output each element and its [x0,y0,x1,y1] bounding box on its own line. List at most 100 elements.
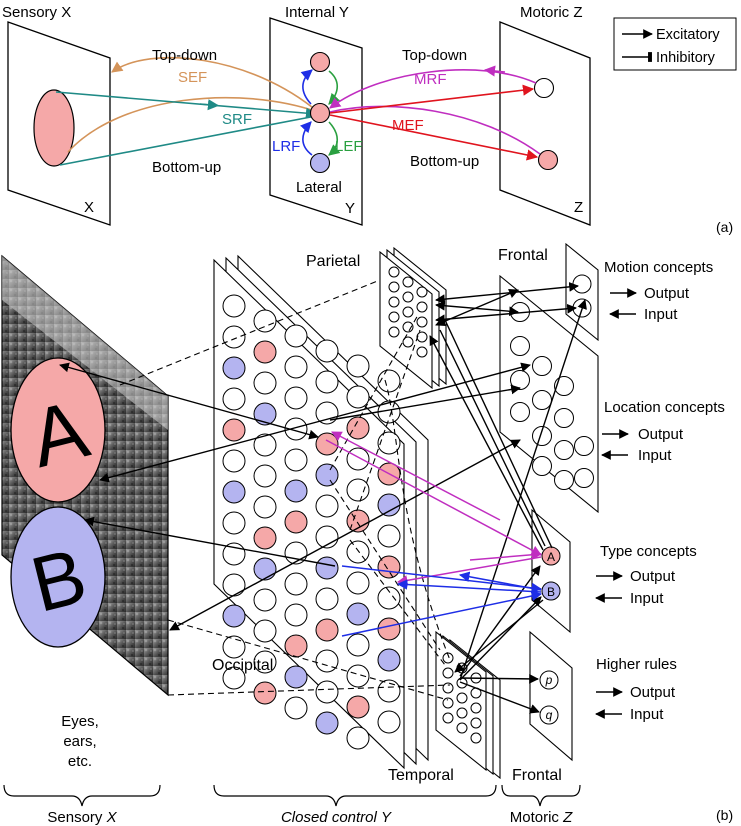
plane-y-label: Y [345,200,355,217]
lateral-label: Lateral [296,179,342,196]
temporal-neuron [456,707,468,719]
occipital-neuron [284,696,308,720]
parietal-neuron [402,291,414,303]
occipital-neuron [377,369,401,393]
location-neuron [510,336,530,356]
plane-z-label: Z [574,199,583,216]
location-neuron [532,456,552,476]
temporal-neuron [442,667,454,679]
mrf-arc-lower [329,105,541,155]
occipital-neuron [315,494,339,518]
location-neuron [574,468,594,488]
occipital-neuron [346,354,370,378]
occipital-neuron [315,556,339,580]
occipital-neuron [253,340,277,364]
black-connections [59,281,587,714]
occipital-neuron [253,309,277,333]
srf-label: SRF [222,111,252,128]
type-node-a-label: A [547,550,555,564]
occipital-neuron [377,586,401,610]
letter-b-receptive-field [10,506,106,648]
parietal-neuron [388,281,400,293]
occipital-neuron [315,711,339,735]
location-neuron [532,390,552,410]
srf-midarrow [199,99,220,111]
occipital-neuron [284,448,308,472]
occipital-neuron [377,710,401,734]
parietal-neuron [388,296,400,308]
bottom-up-right-label: Bottom-up [410,153,479,170]
occipital-label: Occipital [212,657,273,674]
temporal-neuron [456,692,468,704]
occipital-neuron [284,665,308,689]
legend-excitatory-label: Excitatory [656,27,720,43]
type-concepts-plane [531,508,571,634]
z-neuron-bottom [537,149,559,171]
parietal-neuron [416,316,428,328]
location-concepts-label: Location concepts [604,399,725,416]
panel-b: A B Eyes, ears, etc. Occipital Parietal … [1,242,733,826]
occipital-neuron [346,602,370,626]
mef-label: MEF [392,117,424,134]
legend-box [613,17,737,71]
occipital-neuron [222,573,246,597]
y-neuron-bottom [309,152,331,174]
panel-a: Sensory X Internal Y Motoric Z X Y Z [2,4,737,235]
occipital-neuron [315,618,339,642]
occipital-neuron [346,447,370,471]
rule-node-p-label: p [545,673,553,687]
occipital-neuron [253,588,277,612]
occipital-neuron [377,679,401,703]
occipital-neuron [377,524,401,548]
occipital-neuron [284,386,308,410]
mef-line-lower [329,114,539,161]
brace-motoric-word: Motoric [510,809,560,826]
brace-motoric-label: Motoric Z [510,809,573,826]
location-neuron [554,408,574,428]
eyes-label-line1: Eyes, [61,713,99,730]
frontal-bottom-label: Frontal [512,767,562,784]
sef-arc-upper [111,56,319,113]
rules-output-label: Output [630,684,676,701]
occipital-neuron [284,603,308,627]
lef-label: LEF [335,138,363,155]
location-neuron [554,376,574,396]
occipital-neuron [222,294,246,318]
motion-neuron [572,274,592,294]
srf-line-lower [59,115,317,166]
internal-y-title: Internal Y [285,4,349,21]
temporal-neuron [442,712,454,724]
brace-sensory-word: Sensory [47,809,103,826]
location-neuron [532,356,552,376]
motoric-z-title: Motoric Z [520,4,583,21]
occipital-neuron [222,418,246,442]
occipital-neuron [346,416,370,440]
occipital-neuron [253,557,277,581]
occipital-neuron [253,371,277,395]
sensory-x-title: Sensory X [2,4,71,21]
top-down-right-label: Top-down [402,47,467,64]
frontal-top-label: Frontal [498,247,548,264]
temporal-neuron [470,702,482,714]
type-concepts-label: Type concepts [600,543,697,560]
temporal-label: Temporal [388,767,454,784]
lrf-loop-top [300,69,313,105]
higher-rules-label: Higher rules [596,656,677,673]
occipital-neuron [222,635,246,659]
bottom-up-left-label: Bottom-up [152,159,221,176]
occipital-neuron [346,726,370,750]
parietal-neuron [388,326,400,338]
occipital-neuron [315,680,339,704]
occipital-neuron [346,695,370,719]
location-neuron [554,470,574,490]
brace-motoric [501,784,581,807]
temporal-neuron [470,717,482,729]
occipital-neuron [222,449,246,473]
brace-motoric-var: Z [562,809,573,826]
occipital-neuron [346,633,370,657]
occipital-neuron [284,355,308,379]
brace-sensory-var: X [106,809,118,826]
parietal-neuron [416,286,428,298]
y-neuron-top [309,51,331,73]
occipital-neuron [222,666,246,690]
